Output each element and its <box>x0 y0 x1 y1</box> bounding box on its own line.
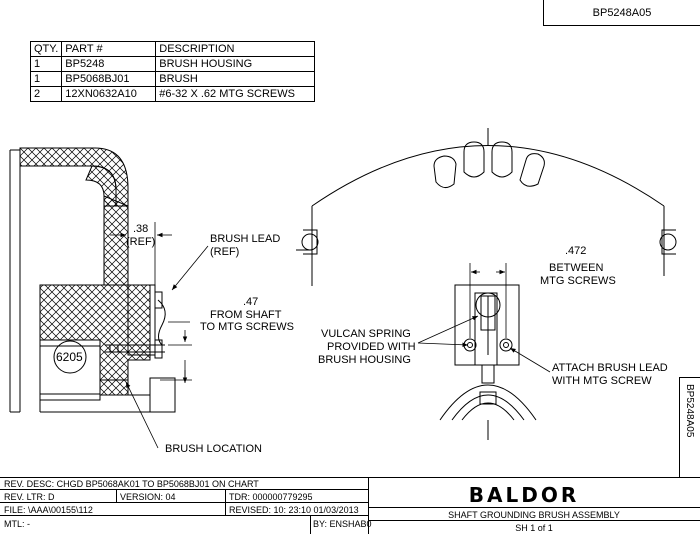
between-label: BETWEEN <box>549 262 604 274</box>
version: VERSION: 04 <box>120 492 176 502</box>
brush-housing-label: BRUSH HOUSING <box>318 354 411 366</box>
title-block <box>0 477 700 534</box>
row-part: 12XN0632A10 <box>61 86 157 102</box>
brush-lead-label: BRUSH LEAD <box>210 233 281 245</box>
dim-038: .38 <box>133 223 149 235</box>
section-view <box>9 147 176 413</box>
dim-0472: .472 <box>565 245 587 257</box>
with-mtg-screw-label: WITH MTG SCREW <box>552 375 652 387</box>
from-shaft-label: FROM SHAFT <box>210 309 282 321</box>
drawing-title: SHAFT GROUNDING BRUSH ASSEMBLY <box>448 510 620 520</box>
end-view-dimensions <box>417 263 551 373</box>
centerline-marks <box>296 128 489 440</box>
parts-list-row: 2 12XN0632A10 #6-32 X .62 MTG SCREWS <box>29 86 316 102</box>
revised-date: REVISED: 10: 23:10 01/03/2013 <box>229 505 359 515</box>
drawn-by: BY: ENSHAB0 <box>313 519 372 529</box>
bearing-label: 6205 <box>56 350 83 364</box>
row-qty: 1 <box>29 71 63 87</box>
between-mtg-screws-label: MTG SCREWS <box>540 275 616 287</box>
brush-location-label: BRUSH LOCATION <box>165 443 262 455</box>
rev-description: REV. DESC: CHGD BP5068AK01 TO BP5068BJ01… <box>4 479 259 489</box>
provided-with-label: PROVIDED WITH <box>327 341 416 353</box>
side-drawing-number: BP5248A05 <box>684 384 695 438</box>
sheet-number: SH 1 of 1 <box>515 523 553 533</box>
side-number-box: BP5248A05 <box>679 377 700 477</box>
row-qty: 1 <box>29 56 63 72</box>
rev-letter: REV. LTR: D <box>4 492 55 502</box>
row-description: #6-32 X .62 MTG SCREWS <box>155 86 316 102</box>
brush-lead-ref-label: (REF) <box>210 246 240 258</box>
vulcan-spring-label: VULCAN SPRING <box>321 328 411 340</box>
dim-047: .47 <box>243 296 259 308</box>
section-dimensions <box>110 222 209 449</box>
company-logo: BALDOR <box>468 483 580 507</box>
drawing-number-box: BP5248A05 <box>543 0 700 26</box>
tdr-number: TDR: 000000779295 <box>229 492 313 502</box>
file-path: FILE: \AAA\00155\112 <box>4 505 93 515</box>
attach-brush-lead-label: ATTACH BRUSH LEAD <box>552 362 668 374</box>
drawing-number: BP5248A05 <box>592 7 652 19</box>
parts-list-row: 1 BP5248 BRUSH HOUSING <box>29 56 316 72</box>
material: MTL: - <box>4 519 30 529</box>
parts-list-table: QTY. PART # DESCRIPTION 1 BP5248 BRUSH H… <box>29 41 316 102</box>
to-mtg-screws-label: TO MTG SCREWS <box>200 321 294 333</box>
end-view <box>301 141 677 421</box>
row-qty: 2 <box>29 86 63 102</box>
row-description: BRUSH HOUSING <box>155 56 316 72</box>
dim-038-ref: (REF) <box>126 236 156 248</box>
